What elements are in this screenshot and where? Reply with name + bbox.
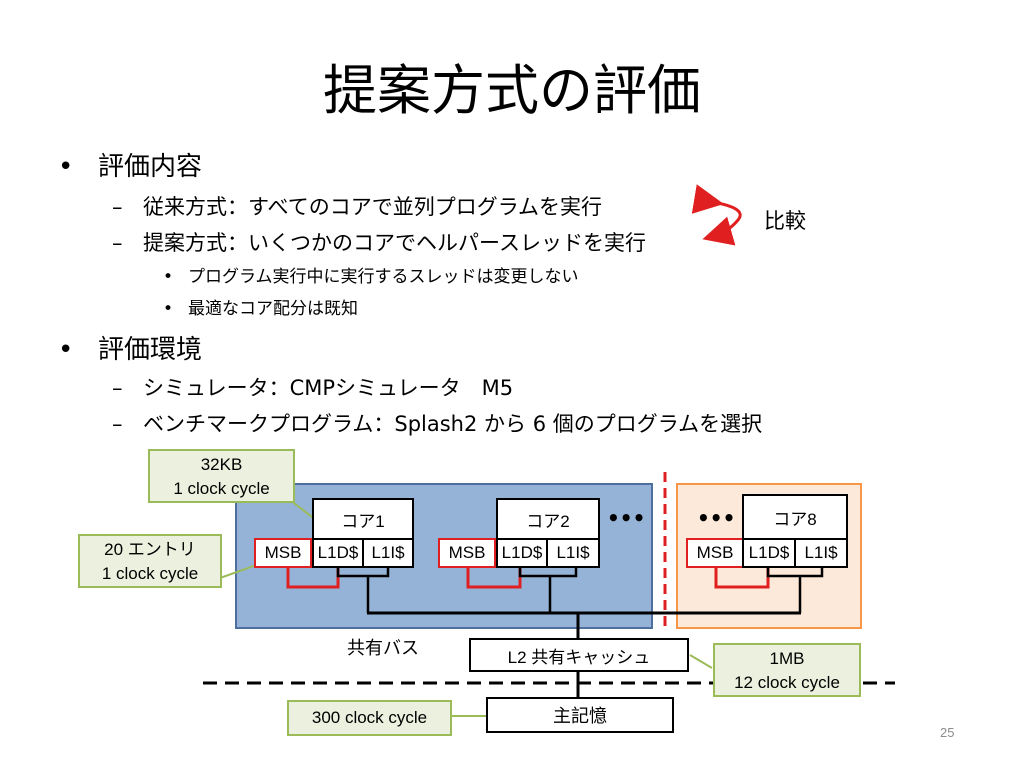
l1-callout-latency: 1 clock cycle: [173, 479, 270, 498]
eval-content-subitem-1: プログラム実行中に実行するスレッドは変更しない: [188, 267, 579, 287]
bus-core2: [518, 566, 578, 578]
core-8-msb: MSB: [686, 538, 744, 568]
msb-callout: 20 エントリ 1 clock cycle: [78, 534, 222, 588]
sub-bullet-dot: •: [163, 267, 174, 287]
core-2-box: コア2: [496, 498, 600, 540]
bullet-dot: •: [58, 152, 74, 182]
sub-bullet-dot: •: [163, 299, 174, 319]
msb-callout-entries: 20 エントリ: [104, 540, 196, 559]
l2-cache-box: L2 共有キャッシュ: [469, 638, 689, 672]
slide-title: 提案方式の評価: [323, 59, 701, 122]
core-8-l1d: L1D$: [742, 538, 796, 568]
eval-content-item-1: 従来方式：すべてのコアで並列プログラムを実行: [143, 195, 603, 219]
main-memory-box: 主記憶: [486, 697, 674, 733]
l2-callout-size: 1MB: [769, 649, 805, 668]
msb-callout-latency: 1 clock cycle: [101, 564, 199, 583]
core-1-l1d: L1D$: [312, 538, 364, 568]
core-1-l1i: L1I$: [362, 538, 414, 568]
l1-callout: 32KB 1 clock cycle: [148, 449, 295, 503]
l2-callout-latency: 12 clock cycle: [734, 673, 840, 692]
core-1-box: コア1: [312, 498, 414, 540]
page-number: 25: [940, 725, 955, 740]
dash: –: [112, 376, 123, 400]
core-2-l1d: L1D$: [496, 538, 548, 568]
core-8-box: コア8: [742, 494, 848, 540]
ellipsis-1: •••: [607, 506, 646, 530]
compare-label: 比較: [764, 209, 806, 233]
l2-callout: 1MB 12 clock cycle: [713, 643, 861, 697]
bus-core1: [336, 566, 390, 578]
eval-content-item-2: 提案方式：いくつかのコアでヘルパースレッドを実行: [143, 231, 646, 255]
eval-content-subitem-2: 最適なコア配分は既知: [188, 299, 358, 319]
core-1-msb: MSB: [254, 538, 312, 568]
eval-content-heading: 評価内容: [98, 152, 203, 182]
dash: –: [112, 412, 123, 436]
core-2-l1i: L1I$: [546, 538, 600, 568]
bullet-dot: •: [58, 335, 74, 365]
dash: –: [112, 195, 123, 219]
core-2-msb: MSB: [438, 538, 496, 568]
core-8-l1i: L1I$: [794, 538, 848, 568]
ellipsis-2: •••: [697, 506, 736, 530]
bus-core8: [766, 566, 824, 578]
shared-bus-label: 共有バス: [347, 638, 419, 659]
eval-env-item-1: シミュレータ：CMPシミュレータ M5: [143, 376, 514, 400]
dash: –: [112, 231, 123, 255]
eval-env-item-2: ベンチマークプログラム：Splash2 から 6 個のプログラムを選択: [143, 412, 763, 436]
l1-callout-size: 32KB: [200, 455, 243, 474]
memory-callout: 300 clock cycle: [287, 700, 452, 736]
compare-arrow-icon: [691, 184, 742, 246]
eval-env-heading: 評価環境: [98, 335, 203, 365]
memory-callout-latency: 300 clock cycle: [311, 708, 428, 727]
